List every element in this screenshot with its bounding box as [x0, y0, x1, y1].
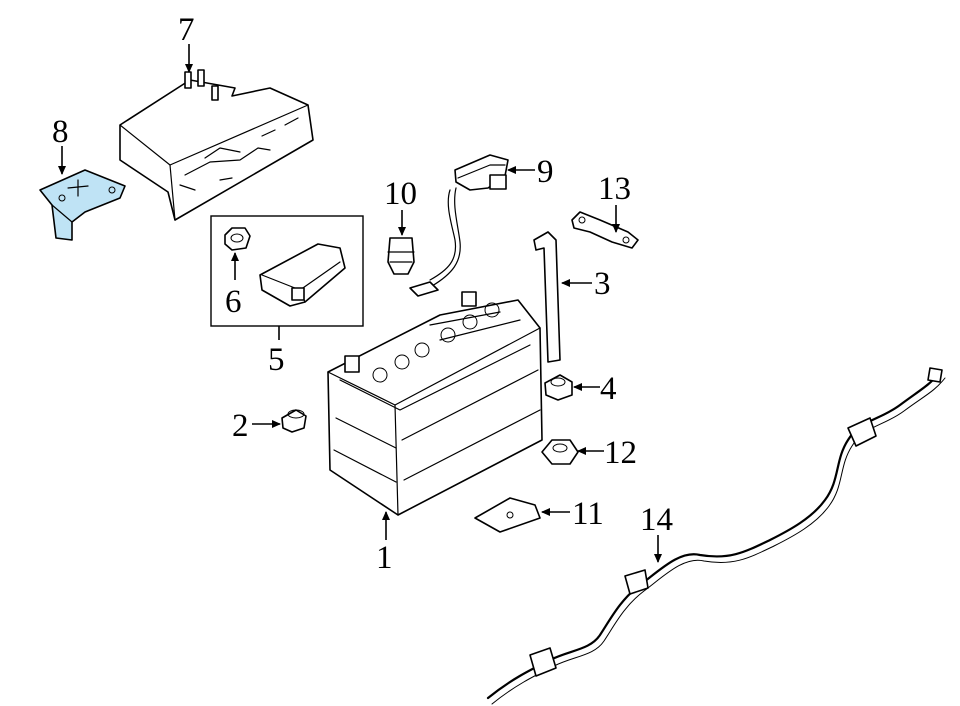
battery-sensor-cable-part-9 — [409, 154, 509, 297]
terminal-cover-kit-part-5 — [210, 215, 364, 327]
callout-label-3: 3 — [594, 266, 611, 302]
callout-label-7: 7 — [178, 12, 195, 48]
terminal-plug-part-10 — [387, 237, 415, 275]
nut-part-6 — [224, 227, 251, 251]
bracket-plate-part-11 — [474, 497, 541, 533]
callout-label-9: 9 — [537, 154, 554, 190]
callout-label-11: 11 — [572, 496, 604, 532]
callout-9: 9 — [507, 154, 554, 190]
callout-3: 3 — [561, 266, 611, 302]
callout-label-13: 13 — [598, 171, 631, 207]
callout-10: 10 — [384, 176, 417, 236]
battery-cable-part-14 — [486, 367, 946, 705]
callout-1: 1 — [376, 511, 393, 576]
hold-down-rod-part-3 — [533, 231, 561, 363]
callout-label-2: 2 — [232, 408, 249, 444]
callout-label-4: 4 — [600, 371, 617, 407]
callout-12: 12 — [577, 435, 637, 471]
callout-label-12: 12 — [604, 435, 637, 471]
callout-label-8: 8 — [52, 114, 69, 150]
callout-6: 6 — [225, 252, 242, 320]
callout-5: 5 — [268, 326, 285, 378]
terminal-post-part-2 — [281, 409, 307, 433]
callout-label-10: 10 — [384, 176, 417, 212]
callout-13: 13 — [598, 171, 631, 233]
strap-link-part-13 — [571, 211, 639, 249]
callout-label-14: 14 — [640, 502, 673, 538]
battery-part-1 — [327, 291, 543, 516]
bracket-part-8 — [39, 169, 126, 241]
callout-14: 14 — [640, 502, 673, 563]
callout-7: 7 — [178, 12, 195, 73]
callout-label-5: 5 — [268, 342, 285, 378]
battery-tray-part-7 — [119, 69, 314, 221]
flange-nut-part-12 — [541, 439, 579, 465]
callout-8: 8 — [52, 114, 69, 175]
callout-label-6: 6 — [225, 284, 242, 320]
callout-11: 11 — [541, 496, 604, 532]
nut-part-4 — [544, 374, 573, 401]
bracket-highlight — [39, 169, 126, 241]
callout-4: 4 — [573, 371, 617, 407]
callout-label-1: 1 — [376, 540, 393, 576]
callout-2: 2 — [232, 408, 281, 444]
